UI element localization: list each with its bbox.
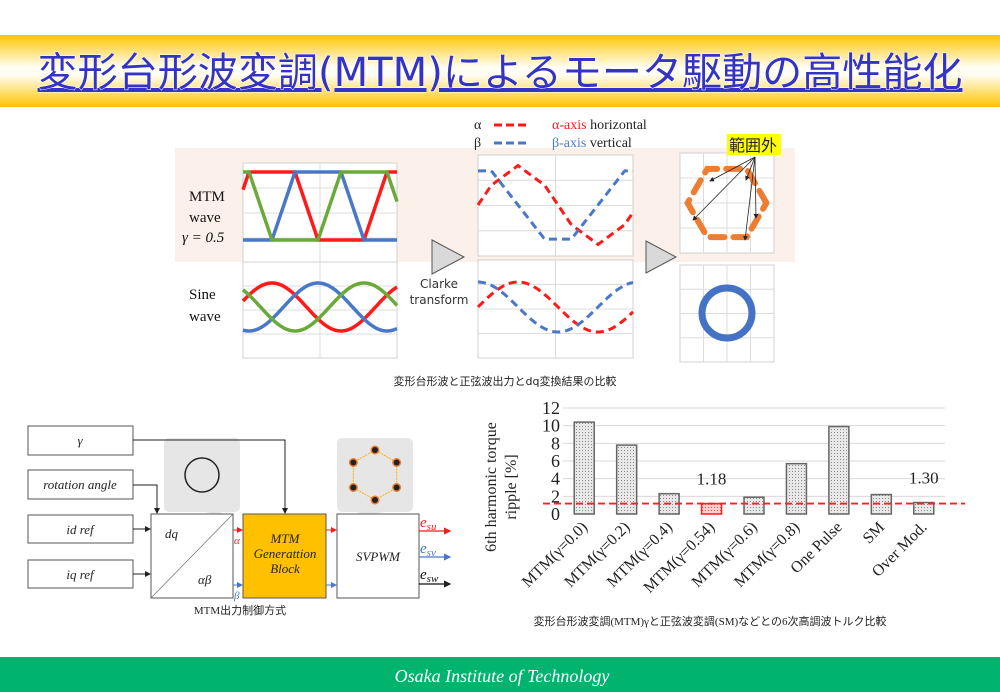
footer-institution: Osaka Institute of Technology <box>395 666 610 686</box>
chart-caption: 変形台形波変調(MTM)γと正弦波変調(SM)などとの6次高調波トルク比較 <box>533 614 886 628</box>
sine-phase-w-line <box>241 281 399 333</box>
circle-callout <box>164 438 240 518</box>
hexagon-trajectory-icon <box>348 445 402 505</box>
mtm-wave-label-1: MTM <box>189 189 225 205</box>
mtm-block-label-1: MTM <box>270 531 301 546</box>
data-label: 1.30 <box>909 469 939 488</box>
svpwm-block <box>336 513 420 599</box>
bar-5 <box>785 462 808 515</box>
id-ref-label: id ref <box>66 522 96 537</box>
mtm-phase-v-line <box>243 170 397 242</box>
mtm-phase-u-line <box>241 170 397 242</box>
legend-alpha-symbol: α <box>474 118 482 133</box>
bar-6 <box>828 425 850 515</box>
y-tick-label: 8 <box>551 433 560 453</box>
rotation-angle-connector <box>133 484 160 514</box>
torque-ripple-bar-chart: 024681012MTM(γ=0.0)MTM(γ=0.2)MTM(γ=0.4)M… <box>483 398 965 597</box>
mtm-phase-w-line <box>243 170 399 242</box>
alpha-signal-label: α <box>234 535 240 547</box>
svg-text:α-axis horizontal: α-axis horizontal <box>552 118 647 133</box>
control-block-diagram: γ rotation angle id ref iq ref dq αβ MTM… <box>27 425 452 617</box>
arrow-triangle-icon <box>645 240 678 274</box>
mtm-wave-label-3: γ = 0.5 <box>182 230 225 246</box>
x-tick-label: SM <box>860 519 888 547</box>
page-title: 変形台形波変調(MTM)によるモータ駆動の高性能化 <box>38 50 963 96</box>
mtm-block-label-3: Block <box>270 561 300 576</box>
mtm-wave-label-2: wave <box>189 210 221 226</box>
sine-wave-label-1: Sine <box>189 287 216 303</box>
y-axis-label-line: 6th harmonic torque <box>483 422 500 552</box>
hexagon-vertex-dot <box>372 447 378 453</box>
y-tick-label: 2 <box>551 486 560 506</box>
svg-text:β-axis vertical: β-axis vertical <box>552 136 632 151</box>
gamma-input-label: γ <box>77 433 83 448</box>
circle-trajectory-icon <box>184 457 220 493</box>
y-tick-label: 6 <box>551 451 560 471</box>
bar-4 <box>743 496 765 515</box>
hexagon-vertex-dot <box>393 459 400 466</box>
sine-circle-trajectory <box>698 284 756 342</box>
esu-label: esu <box>420 515 437 533</box>
id-ref-input-box <box>27 514 134 544</box>
esw-label: esw <box>420 567 439 585</box>
mtm-beta-line <box>478 169 633 241</box>
rotation-angle-label: rotation angle <box>43 477 117 492</box>
svpwm-label: SVPWM <box>356 549 401 564</box>
iq-ref-input-box <box>27 559 134 589</box>
bar-1 <box>615 444 638 515</box>
sine-phase-u-line <box>241 281 398 333</box>
mtm-generation-block <box>242 513 327 599</box>
y-tick-label: 4 <box>551 469 560 489</box>
legend-alpha-axis: α-axis <box>552 118 587 133</box>
sine-wave-label-2: wave <box>189 309 221 325</box>
hexagon-callout <box>337 438 413 518</box>
legend: α α-axis horizontal β β-axis vertical <box>474 118 647 151</box>
hexagon-vertex-dot <box>350 459 357 466</box>
dq-label: dq <box>165 526 179 541</box>
sine-phase-v-line <box>242 281 398 333</box>
legend-beta-desc: vertical <box>586 136 632 151</box>
y-axis-label-line: ripple [%] <box>503 454 520 519</box>
title-band <box>0 35 1000 107</box>
legend-beta-symbol: β <box>474 136 481 151</box>
hexagon-vertex-dot <box>372 497 378 503</box>
bar-0 <box>573 421 595 515</box>
hexagon-vertex-dot <box>393 484 400 491</box>
top-figure-caption: 変形台形波と正弦波出力とdq変換結果の比較 <box>394 374 617 388</box>
sine-beta-line <box>478 280 634 334</box>
sine-alpha-line <box>476 280 635 334</box>
y-tick-label: 0 <box>551 504 560 524</box>
mtm-alpha-line <box>476 163 635 247</box>
footer-band <box>0 657 1000 692</box>
waveform-comparison-figure: α α-axis horizontal β β-axis vertical MT… <box>175 118 795 388</box>
clarke-label-2: transform <box>410 293 469 307</box>
alphabeta-label: αβ <box>198 572 212 587</box>
out-of-range-highlight <box>727 134 781 155</box>
y-tick-label: 12 <box>542 398 560 418</box>
legend-beta-axis: β-axis <box>552 136 586 151</box>
beta-signal-label: β <box>233 590 240 602</box>
bar-7 <box>870 493 893 515</box>
clarke-label-1: Clarke <box>420 277 458 291</box>
block-diagram-caption: MTM出力制御方式 <box>194 603 286 617</box>
arrow-triangle-icon <box>431 239 466 275</box>
mtm-block-label-2: Generattion <box>254 546 317 561</box>
legend-alpha-desc: horizontal <box>587 118 647 133</box>
y-tick-label: 10 <box>542 416 560 436</box>
bar-8 <box>913 501 935 515</box>
esv-label: esv <box>420 541 436 559</box>
bar-3 <box>700 502 723 515</box>
rotation-angle-input-box <box>27 469 134 500</box>
gamma-input-box <box>27 425 134 456</box>
gamma-connector <box>133 439 288 514</box>
iq-ref-label: iq ref <box>66 567 96 582</box>
data-label: 1.18 <box>697 470 727 489</box>
hexagon-vertex-dot <box>350 484 357 491</box>
out-of-range-label: 範囲外 <box>729 136 777 155</box>
